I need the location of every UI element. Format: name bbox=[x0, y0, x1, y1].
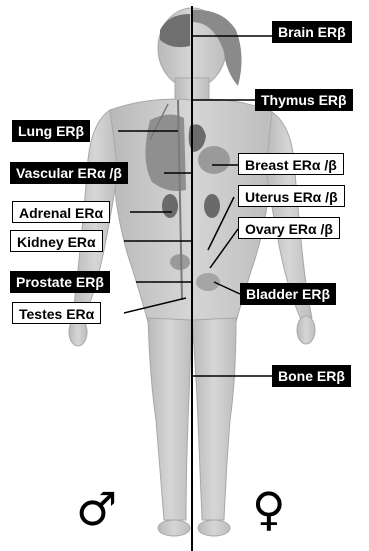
label-kidney: Kidney ERα bbox=[10, 230, 103, 252]
breast-organ bbox=[198, 146, 230, 174]
label-testes: Testes ERα bbox=[12, 302, 101, 324]
female-symbol: ♀ bbox=[252, 486, 286, 532]
label-breast: Breast ERα /β bbox=[238, 153, 344, 175]
label-brain: Brain ERβ bbox=[272, 21, 352, 43]
label-bladder: Bladder ERβ bbox=[240, 283, 336, 305]
male-symbol: ♂ bbox=[76, 486, 117, 532]
label-vascular: Vascular ERα /β bbox=[10, 162, 128, 184]
brain-organ bbox=[160, 14, 190, 47]
label-bone: Bone ERβ bbox=[272, 365, 351, 387]
prostate-organ bbox=[170, 254, 190, 270]
adrenal-kidney-left bbox=[162, 194, 178, 218]
label-uterus: Uterus ERα /β bbox=[238, 185, 345, 207]
label-ovary: Ovary ERα /β bbox=[238, 217, 340, 239]
label-adrenal: Adrenal ERα bbox=[12, 201, 110, 223]
adrenal-kidney-right bbox=[204, 194, 220, 218]
bladder-organ bbox=[196, 273, 220, 291]
label-lung: Lung ERβ bbox=[12, 120, 90, 142]
label-prostate: Prostate ERβ bbox=[10, 271, 110, 293]
label-thymus: Thymus ERβ bbox=[255, 89, 353, 111]
